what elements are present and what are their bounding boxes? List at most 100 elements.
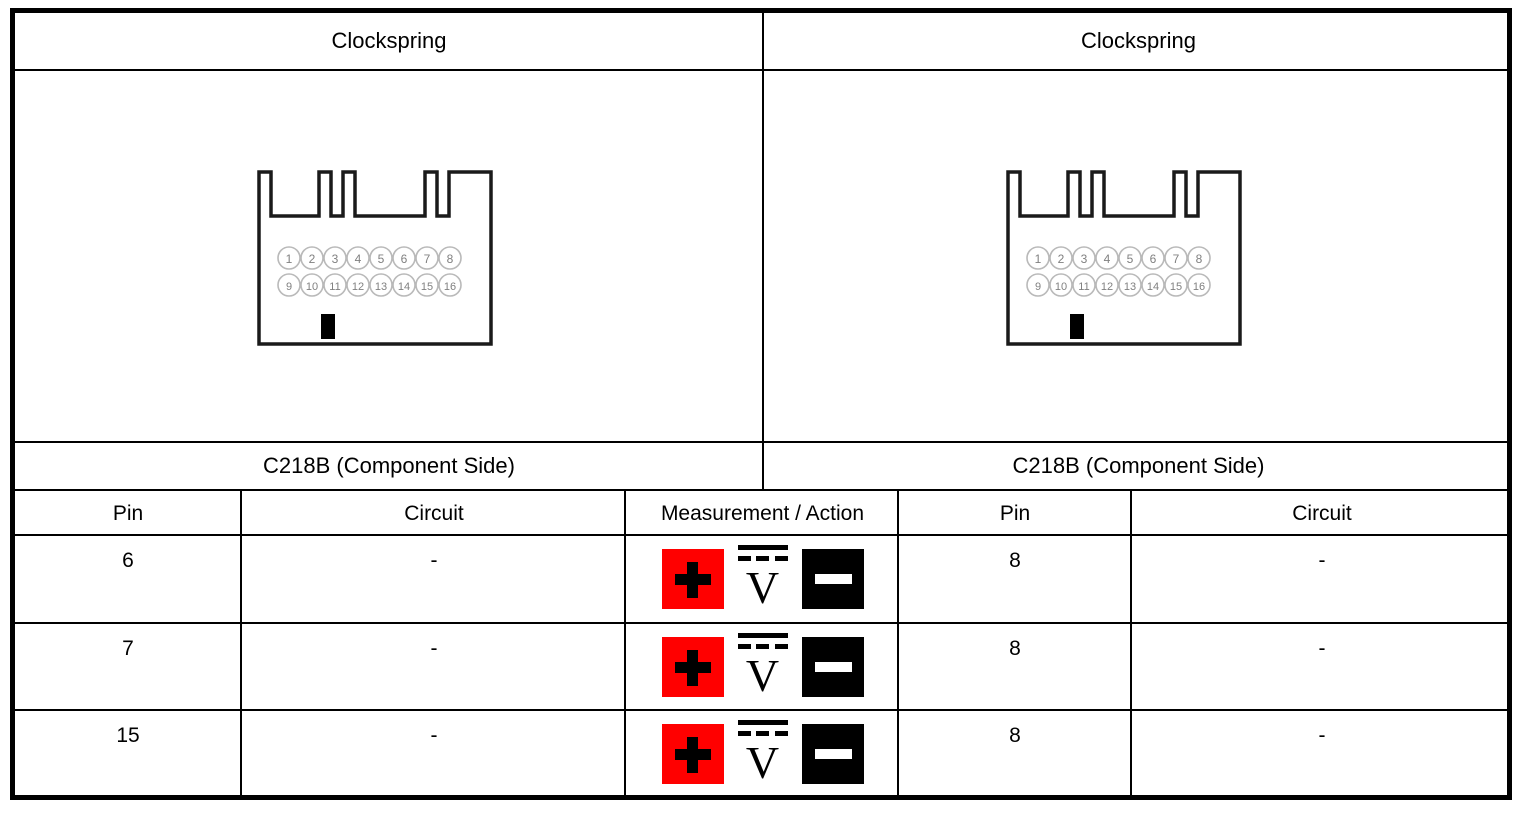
pin-row-top (277, 246, 462, 270)
pin-row-top-labels: 1 2 3 4 5 6 7 8 (1035, 252, 1203, 266)
panel-title-right: Clockspring (1081, 28, 1196, 53)
rule-above-table-header (13, 489, 1509, 491)
red-plus-probe-icon (661, 549, 724, 609)
dc-solid-line (737, 633, 788, 638)
cell-pin-right-value: 8 (1009, 724, 1021, 747)
table-row: 7 (15, 623, 241, 710)
cell-pin-right: 8 (900, 710, 1130, 798)
cell-circuit-right-value: - (1318, 637, 1326, 660)
cell-circuit-right-value: - (1318, 724, 1326, 747)
svg-text:2: 2 (1058, 252, 1065, 266)
black-minus-probe-icon (801, 637, 864, 697)
pin-row-top (1026, 246, 1211, 270)
col-rule-measurement-pin-right (897, 490, 899, 798)
svg-text:3: 3 (1081, 252, 1088, 266)
svg-text:1: 1 (286, 252, 293, 266)
svg-text:11: 11 (329, 281, 340, 293)
cell-pin-left: 15 (116, 724, 140, 747)
svg-text:7: 7 (424, 252, 431, 266)
svg-text:6: 6 (1150, 252, 1157, 266)
svg-text:9: 9 (286, 281, 292, 293)
svg-text:12: 12 (1101, 281, 1113, 293)
table-row: 15 (15, 710, 241, 798)
header-pin-right: Pin (999, 502, 1031, 525)
rule-under-row-1 (13, 622, 1509, 624)
cell-pin-left: 7 (122, 637, 134, 660)
voltage-symbol: V (745, 737, 780, 788)
svg-text:5: 5 (378, 252, 385, 266)
cell-pin-right: 8 (900, 623, 1130, 710)
cell-circuit-right: - (1132, 710, 1512, 798)
svg-text:13: 13 (1124, 281, 1136, 293)
cell-pin-left: 6 (122, 549, 134, 572)
measurement-icon-group: V (627, 623, 898, 711)
svg-text:14: 14 (398, 281, 410, 293)
cell-circuit-right-value: - (1318, 549, 1326, 572)
outer-frame (10, 8, 1512, 800)
svg-text:4: 4 (1104, 252, 1111, 266)
panel-title-left: Clockspring (331, 28, 447, 53)
dc-solid-line (737, 545, 788, 550)
cell-circuit-left-value: - (430, 637, 438, 660)
svg-text:15: 15 (421, 281, 433, 293)
connector-body-outline (1006, 170, 1242, 346)
red-plus-probe-icon (661, 637, 724, 697)
svg-text:1: 1 (1035, 252, 1042, 266)
svg-text:15: 15 (1170, 281, 1182, 293)
voltage-symbol: V (745, 650, 780, 701)
svg-text:8: 8 (447, 252, 454, 266)
svg-text:10: 10 (306, 281, 318, 293)
pin-row-top-labels: 1 2 3 4 5 6 7 8 (286, 252, 454, 266)
cell-pin-right-value: 8 (1009, 549, 1021, 572)
cell-circuit-left-value: - (430, 549, 438, 572)
col-rule-pin-circuit-left (240, 490, 242, 798)
svg-text:3: 3 (332, 252, 339, 266)
black-minus-probe-icon (801, 724, 864, 784)
dc-solid-line (737, 720, 788, 725)
cell-circuit-left: - (243, 623, 625, 710)
svg-text:14: 14 (1147, 281, 1159, 293)
measurement-icon-group: V (627, 535, 898, 623)
connector-key-tab (1070, 314, 1084, 339)
svg-text:8: 8 (1196, 252, 1203, 266)
plus-vertical-bar (686, 737, 698, 773)
svg-text:12: 12 (352, 281, 364, 293)
svg-text:5: 5 (1127, 252, 1134, 266)
svg-text:16: 16 (444, 281, 456, 293)
svg-text:6: 6 (401, 252, 408, 266)
pin-row-bottom (277, 273, 462, 297)
cell-circuit-left: - (243, 535, 625, 623)
plus-vertical-bar (686, 650, 698, 686)
svg-text:7: 7 (1173, 252, 1180, 266)
cell-circuit-right: - (1132, 623, 1512, 710)
svg-text:4: 4 (355, 252, 362, 266)
header-measurement-action: Measurement / Action (660, 502, 865, 525)
connector-key-tab (321, 314, 335, 339)
svg-text:11: 11 (1078, 281, 1089, 293)
minus-bar (814, 574, 852, 584)
dc-voltage-meter-icon: V (734, 718, 792, 790)
table-row: 6 (15, 535, 241, 623)
dc-dashed-line (737, 644, 788, 649)
dc-dashed-line (737, 556, 788, 561)
cell-circuit-left-value: - (430, 724, 438, 747)
svg-text:9: 9 (1035, 281, 1041, 293)
header-circuit-right: Circuit (1292, 502, 1352, 525)
plus-vertical-bar (686, 562, 698, 598)
header-circuit-left: Circuit (404, 502, 464, 525)
black-minus-probe-icon (801, 549, 864, 609)
measurement-icon-group: V (627, 710, 898, 798)
minus-bar (814, 749, 852, 759)
panel-divider (762, 13, 764, 490)
svg-text:2: 2 (309, 252, 316, 266)
dc-dashed-line (737, 731, 788, 736)
rule-under-row-2 (13, 709, 1509, 711)
connector-label-right: C218B (Component Side) (1012, 453, 1265, 478)
connector-body-outline (257, 170, 493, 346)
